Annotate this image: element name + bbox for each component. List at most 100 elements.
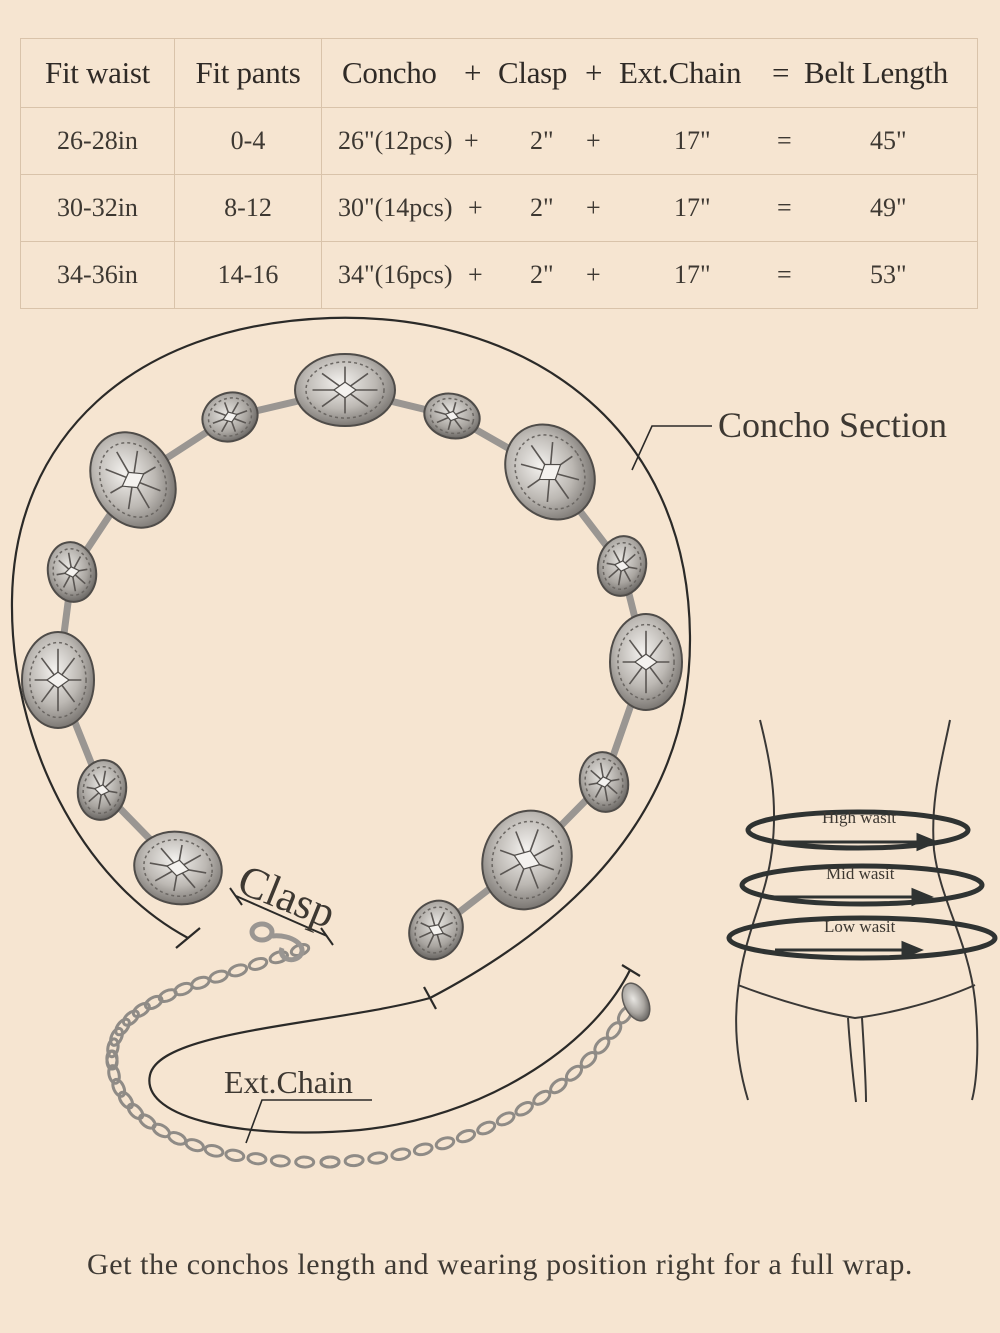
header-clasp: Clasp — [498, 55, 568, 90]
chain-link — [269, 1154, 291, 1168]
cell-pants: 0-4 — [174, 107, 322, 175]
chain-link — [227, 963, 249, 978]
chain-link — [268, 950, 289, 965]
chain-link — [224, 1148, 246, 1163]
chain-link — [246, 1152, 268, 1166]
conchos — [21, 353, 683, 961]
chain-link — [319, 1155, 341, 1169]
chain-link — [367, 1151, 389, 1165]
header-concho: Concho — [342, 55, 437, 90]
cell-concho: 30"(14pcs) — [338, 193, 453, 222]
chain-link — [143, 994, 164, 1011]
concho-medallion — [133, 830, 223, 906]
chain-link — [126, 1102, 145, 1121]
chain-link — [114, 1017, 131, 1037]
footer-caption: Get the conchos length and wearing posit… — [86, 1248, 914, 1281]
chain-link — [105, 1049, 119, 1071]
body-silhouette — [735, 719, 979, 1103]
chain-link — [208, 969, 229, 984]
header-plus-2: + — [585, 55, 603, 90]
concho-section-label: Concho Section — [718, 405, 947, 445]
header-formula: Concho + Clasp + Ext.Chain = Belt Length — [321, 38, 978, 108]
header-belt-length: Belt Length — [804, 55, 948, 90]
cell-chain: 17" — [674, 260, 711, 289]
header-ext-chain: Ext.Chain — [619, 55, 742, 90]
cell-equals: = — [777, 193, 792, 222]
chain-link — [121, 1009, 140, 1027]
concho-end-tick — [175, 927, 201, 949]
concho-medallion — [89, 431, 177, 529]
cell-concho: 26"(12pcs) — [338, 126, 453, 155]
table-header-row: Fit waist Fit pants Concho + Clasp + Ext… — [20, 38, 978, 108]
cell-op-plus: + — [468, 260, 483, 289]
chain-link — [455, 1129, 477, 1144]
chain-link — [184, 1138, 205, 1153]
cell-length: 53" — [870, 260, 907, 289]
chain-link — [157, 988, 178, 1003]
chain-link — [412, 1142, 434, 1157]
chain-link — [203, 1143, 225, 1158]
concho-medallion — [578, 751, 630, 813]
concho-medallion — [481, 809, 573, 911]
cell-waist: 30-32in — [20, 174, 175, 242]
concho-medallion — [76, 759, 128, 821]
concho-medallion — [201, 391, 259, 443]
waist-rings — [726, 809, 998, 961]
chain-link — [390, 1147, 412, 1161]
cell-concho: 34"(16pcs) — [338, 260, 453, 289]
chain-link — [294, 1155, 316, 1169]
cell-waist: 26-28in — [20, 107, 175, 175]
low-waist-label: Low wasit — [824, 917, 896, 936]
cell-op-plus: + — [586, 193, 601, 222]
high-waist-label: High wasit — [822, 808, 897, 827]
cell-waist: 34-36in — [20, 241, 175, 309]
concho-medallion — [408, 899, 464, 961]
chain-leader-line — [245, 1099, 372, 1144]
cell-formula: 30"(14pcs) + 2" + 17" = 49" — [321, 174, 978, 242]
concho-medallion — [46, 541, 98, 603]
cell-chain: 17" — [674, 126, 711, 155]
chain-end-medallion — [621, 982, 651, 1022]
cell-clasp: 2" — [530, 260, 554, 289]
chain-link — [579, 1051, 598, 1069]
concho-medallion — [294, 353, 396, 427]
chain-end-tick — [621, 964, 641, 977]
chain-link — [109, 1026, 124, 1047]
cell-clasp: 2" — [530, 193, 554, 222]
cell-op-plus: + — [468, 193, 483, 222]
ext-chain-outline — [148, 969, 631, 1134]
header-plus-1: + — [464, 55, 482, 90]
cell-equals: = — [777, 260, 792, 289]
cell-length: 49" — [870, 193, 907, 222]
concho-medallion — [609, 613, 683, 711]
cell-length: 45" — [870, 126, 907, 155]
clasp-bracket — [229, 887, 334, 946]
table-row: 34-36in 14-16 34"(16pcs) + 2" + 17" = 53… — [20, 241, 978, 309]
cell-formula: 26"(12pcs) + 2" + 17" = 45" — [321, 107, 978, 175]
table-row: 26-28in 0-4 26"(12pcs) + 2" + 17" = 45" — [20, 107, 978, 175]
concho-medallion — [504, 423, 596, 521]
chain-link — [476, 1120, 497, 1136]
cell-op-plus: + — [464, 126, 479, 155]
concho-medallion — [423, 392, 481, 440]
chain-link — [107, 1064, 121, 1085]
chain-link — [564, 1064, 584, 1082]
cell-chain: 17" — [674, 193, 711, 222]
concho-section-outline — [10, 316, 692, 999]
header-fit-pants: Fit pants — [174, 38, 322, 108]
chain-link — [514, 1101, 534, 1117]
chain-link — [434, 1136, 456, 1151]
chain-link — [343, 1154, 365, 1168]
concho-medallion — [21, 631, 95, 729]
header-fit-waist: Fit waist — [20, 38, 175, 108]
chain-link — [111, 1077, 127, 1098]
ext-chain-label: Ext.Chain — [224, 1064, 353, 1100]
chain-link — [532, 1089, 552, 1106]
cell-formula: 34"(16pcs) + 2" + 17" = 53" — [321, 241, 978, 309]
cell-pants: 14-16 — [174, 241, 322, 309]
waist-arrows — [775, 832, 939, 960]
table-row: 30-32in 8-12 30"(14pcs) + 2" + 17" = 49" — [20, 174, 978, 242]
chain-link — [117, 1090, 135, 1110]
cell-op-plus: + — [586, 126, 601, 155]
chain-link — [131, 1001, 151, 1019]
